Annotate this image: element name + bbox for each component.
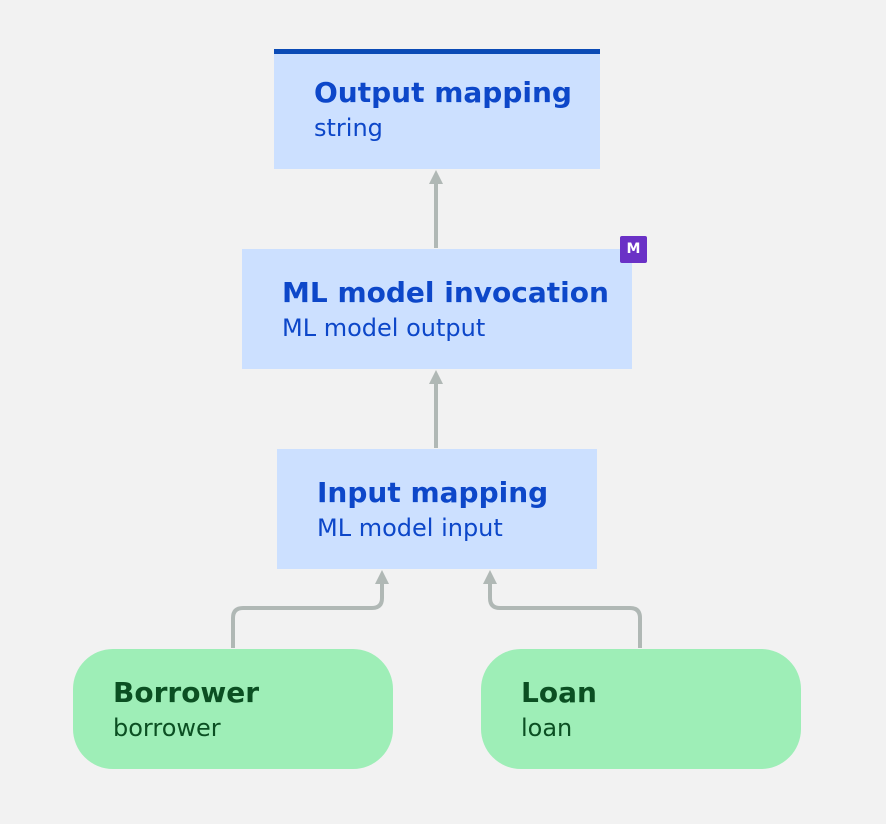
edge-loan-to-input <box>488 584 642 648</box>
ml-model-badge-icon: M <box>620 236 647 263</box>
node-title: Output mapping <box>314 76 572 109</box>
node-title: ML model invocation <box>282 276 609 309</box>
arrowhead-output <box>429 170 443 184</box>
node-title: Borrower <box>113 676 260 709</box>
loan-input-node[interactable]: Loan loan <box>481 649 801 769</box>
arrowhead-input-left <box>375 570 389 584</box>
borrower-input-node[interactable]: Borrower borrower <box>73 649 393 769</box>
node-accent-bar <box>274 49 600 54</box>
node-title: Loan <box>521 676 597 709</box>
edge-borrower-to-input <box>231 584 384 648</box>
arrowhead-input-right <box>483 570 497 584</box>
arrowhead-ml <box>429 370 443 384</box>
input-mapping-node[interactable]: Input mapping ML model input <box>277 449 597 569</box>
node-subtitle: ML model input <box>317 514 503 542</box>
node-subtitle: loan <box>521 714 573 742</box>
output-mapping-node[interactable]: Output mapping string <box>274 49 600 169</box>
ml-model-invocation-node[interactable]: ML model invocation ML model output <box>242 249 632 369</box>
node-subtitle: string <box>314 114 383 142</box>
node-subtitle: borrower <box>113 714 221 742</box>
node-title: Input mapping <box>317 476 549 509</box>
node-subtitle: ML model output <box>282 314 486 342</box>
